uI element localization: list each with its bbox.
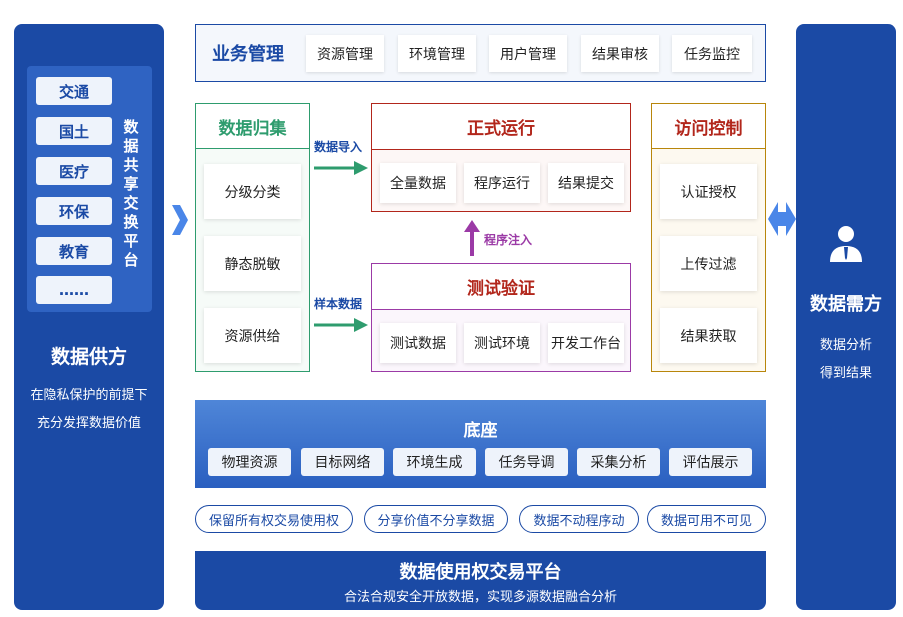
formal-full-data-item[interactable]: 全量数据 [380,163,456,203]
arrow-right-icon [314,318,368,332]
sector-transport[interactable]: 交通 [36,77,112,105]
base-eval-display-button[interactable]: 评估展示 [669,448,752,476]
base-physical-resource-button[interactable]: 物理资源 [208,448,291,476]
sharing-platform-label: 数据共享交换平台 [123,118,139,269]
principle-usable-invisible: 数据可用不可见 [647,505,766,533]
trading-platform-subtitle: 合法合规安全开放数据，实现多源数据融合分析 [343,590,617,605]
program-inject-label: 程序注入 [484,233,533,247]
demand-desc-1: 数据分析 [819,338,872,353]
supplier-title: 数据供方 [50,346,127,368]
sector-education[interactable]: 教育 [36,237,112,265]
sector-land[interactable]: 国土 [36,117,112,145]
business-management-title: 业务管理 [212,44,284,65]
trading-platform-title: 数据使用权交易平台 [399,562,562,583]
sample-data-label: 样本数据 [314,297,363,311]
biz-monitor-button[interactable]: 任务监控 [672,35,752,72]
user-icon [830,226,862,262]
sector-environment[interactable]: 环保 [36,197,112,225]
base-env-gen-button[interactable]: 环境生成 [393,448,476,476]
biz-user-button[interactable]: 用户管理 [489,35,567,72]
base-title: 底座 [463,421,498,441]
sector-list-panel [27,66,152,312]
chevron-right-icon [172,205,188,235]
trading-platform-bar [195,551,766,610]
principle-data-still: 数据不动程序动 [519,505,639,533]
arrow-right-icon [314,161,368,175]
demand-desc-2: 得到结果 [819,366,872,381]
data-import-label: 数据导入 [314,140,363,154]
biz-environment-button[interactable]: 环境管理 [398,35,476,72]
dev-workbench-item[interactable]: 开发工作台 [548,323,624,363]
biz-review-button[interactable]: 结果审核 [581,35,659,72]
access-auth-item[interactable]: 认证授权 [660,164,757,219]
sector-medical[interactable]: 医疗 [36,157,112,185]
demand-panel [796,24,896,610]
test-data-item[interactable]: 测试数据 [380,323,456,363]
formal-program-run-item[interactable]: 程序运行 [464,163,540,203]
test-verify-title: 测试验证 [372,264,630,310]
test-environment-item[interactable]: 测试环境 [464,323,540,363]
supplier-desc-2: 充分发挥数据价值 [36,416,141,431]
formal-result-submit-item[interactable]: 结果提交 [548,163,624,203]
collection-desensitize-item[interactable]: 静态脱敏 [204,236,301,291]
base-task-dispatch-button[interactable]: 任务导调 [485,448,568,476]
business-management-bar [195,24,766,82]
supplier-desc-1: 在隐私保护的前提下 [30,388,148,403]
access-result-fetch-item[interactable]: 结果获取 [660,308,757,363]
double-arrow-icon [768,202,796,236]
base-target-network-button[interactable]: 目标网络 [301,448,384,476]
demand-title: 数据需方 [810,294,882,315]
data-collection-title: 数据归集 [196,104,309,149]
biz-resource-button[interactable]: 资源管理 [306,35,384,72]
arrow-up-icon [464,220,480,256]
principle-ownership: 保留所有权交易使用权 [195,505,353,533]
formal-run-title: 正式运行 [372,104,630,150]
sector-more[interactable]: …… [36,276,112,304]
collection-supply-item[interactable]: 资源供给 [204,308,301,363]
principle-share-value: 分享价值不分享数据 [364,505,508,533]
collection-classify-item[interactable]: 分级分类 [204,164,301,219]
access-upload-filter-item[interactable]: 上传过滤 [660,236,757,291]
access-control-title: 访问控制 [652,104,765,149]
base-collect-analyze-button[interactable]: 采集分析 [577,448,660,476]
